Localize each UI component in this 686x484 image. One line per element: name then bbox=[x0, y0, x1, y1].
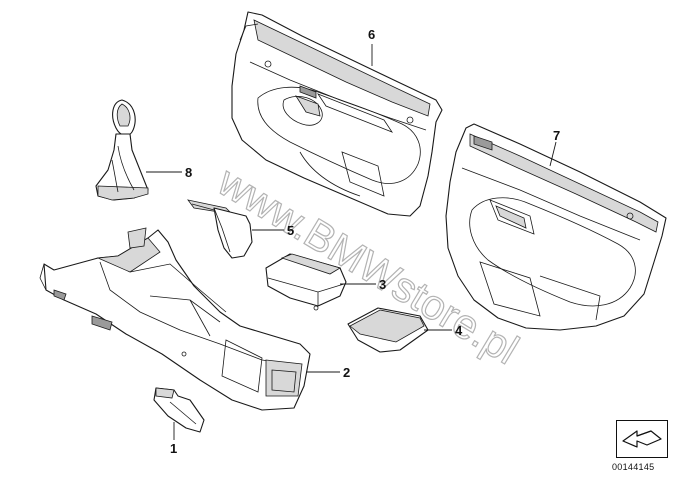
armrest-cushion[interactable] bbox=[265, 253, 347, 311]
leader-lines bbox=[146, 44, 557, 440]
storage-lid[interactable] bbox=[347, 307, 429, 353]
bracket[interactable] bbox=[153, 387, 205, 433]
arrow-reference-icon bbox=[622, 430, 662, 448]
reference-code: 00144145 bbox=[612, 462, 655, 472]
gear-shift-boot[interactable] bbox=[95, 99, 149, 201]
rear-door-trim-panel[interactable] bbox=[445, 123, 667, 331]
callout-4: 4 bbox=[455, 323, 463, 338]
callout-3: 3 bbox=[379, 277, 386, 292]
reference-box bbox=[616, 420, 668, 458]
callout-7: 7 bbox=[553, 128, 560, 143]
handbrake-grip-cover[interactable] bbox=[187, 199, 253, 259]
callout-6: 6 bbox=[368, 27, 375, 42]
front-door-trim-panel[interactable] bbox=[231, 11, 443, 217]
callout-1: 1 bbox=[170, 441, 177, 456]
callout-2: 2 bbox=[343, 365, 350, 380]
callout-8: 8 bbox=[185, 165, 192, 180]
callout-5: 5 bbox=[287, 223, 294, 238]
center-console[interactable] bbox=[39, 227, 311, 411]
leader-7 bbox=[549, 141, 557, 167]
